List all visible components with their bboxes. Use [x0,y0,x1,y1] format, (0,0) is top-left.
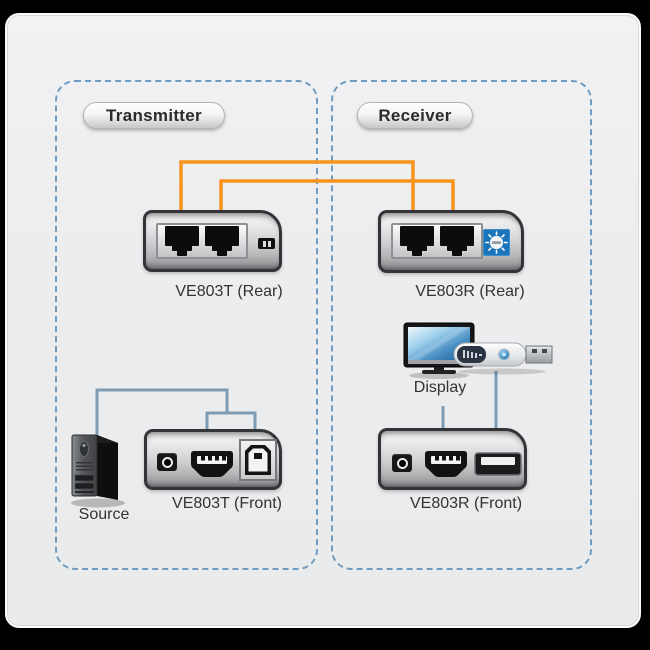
transmitter-label-pill: Transmitter [83,102,225,129]
desktop-tower-icon [71,434,125,508]
rotary-switch-icon [483,229,510,256]
transmitter-group-box [55,80,318,570]
receiver-label-pill: Receiver [357,102,473,129]
monitor-icon [403,322,475,379]
ve803t-front-device [144,429,282,490]
rj45-port-icon [165,226,199,256]
rj45-port-icon [205,226,239,256]
ve803r-rear-device [378,210,524,273]
rj45-panel [391,223,483,259]
rj45-panel [156,223,248,259]
hdmi-port-icon [191,451,233,477]
slide-switch-icon [258,238,275,249]
rj45-port-icon [400,226,434,256]
source-label: Source [78,506,130,523]
receiver-label: Receiver [378,105,452,125]
ve803t-rear-device [143,210,282,272]
usb-flash-drive-icon [453,342,553,375]
ve803r-front-device [378,428,527,490]
ve803t-front-label: VE803T (Front) [172,495,282,512]
hdmi-port-icon [425,451,467,477]
usb-b-port-recess [239,439,277,481]
usb-b-port-icon [245,445,271,475]
power-jack-icon [392,454,412,472]
power-jack-icon [157,453,177,471]
transmitter-label: Transmitter [106,105,202,125]
receiver-group-box [331,80,592,570]
display-label: Display [413,379,467,396]
ve803t-rear-label: VE803T (Rear) [175,283,283,300]
ve803r-front-label: VE803R (Front) [409,495,523,512]
usb-a-port-icon [474,452,522,476]
ve803r-rear-label: VE803R (Rear) [415,283,525,300]
rj45-port-icon [440,226,474,256]
